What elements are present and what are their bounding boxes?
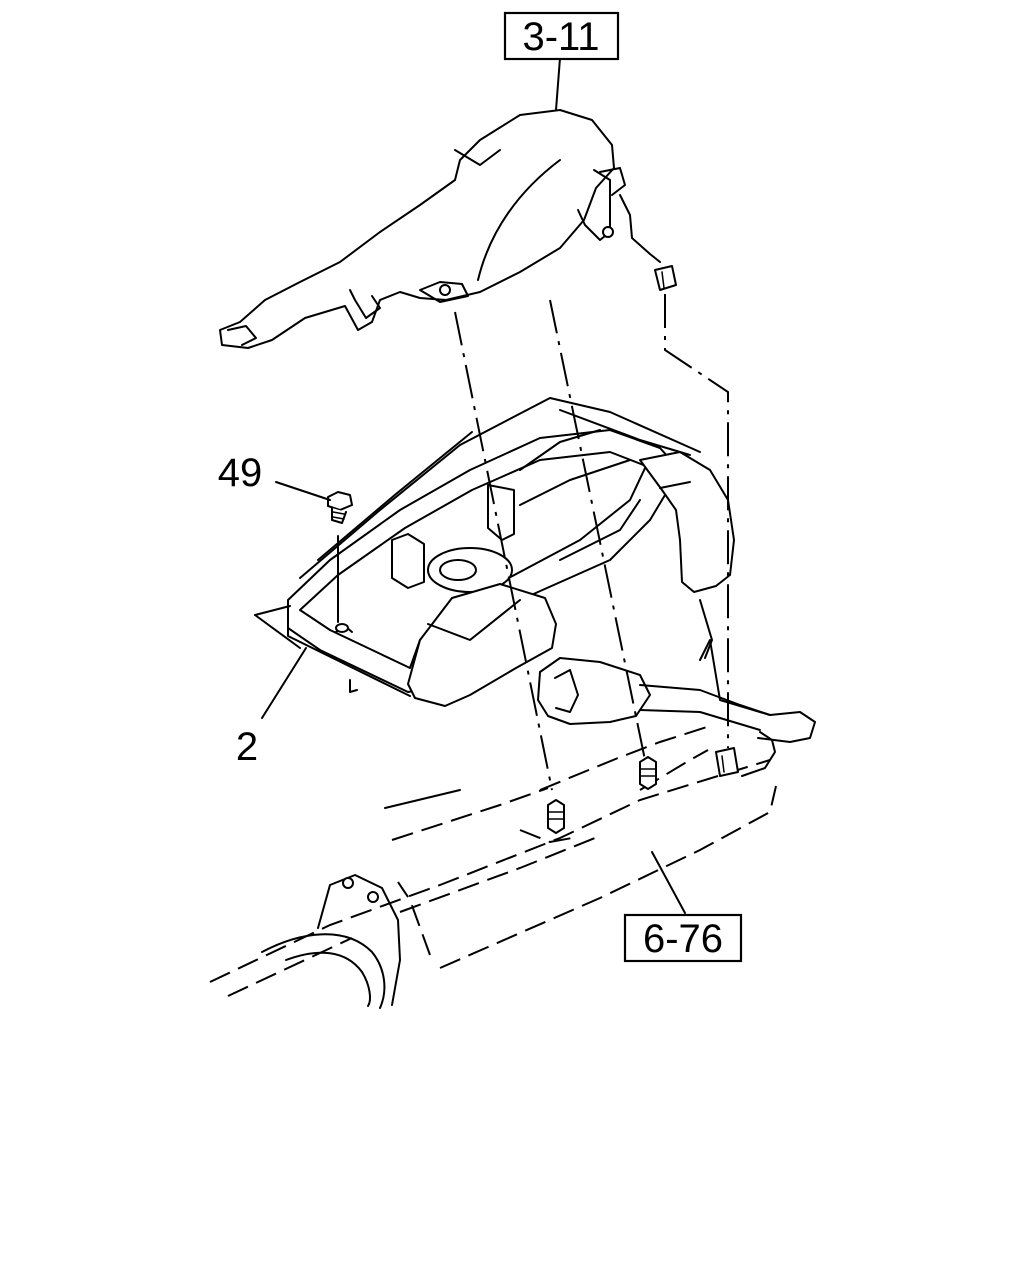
upper-cover-3-11 xyxy=(219,109,677,349)
callout-ref-6-76: 6-76 xyxy=(623,913,743,963)
callout-ref-6-76-text: 6-76 xyxy=(643,917,723,961)
callout-ref-3-11-text: 3-11 xyxy=(522,15,599,59)
alignment-lines xyxy=(454,294,729,791)
callout-part-2: 2 xyxy=(236,725,258,769)
callout-ref-3-11: 3-11 xyxy=(503,11,620,61)
callout-part-49: 49 xyxy=(218,451,263,495)
bolt-part-49 xyxy=(327,491,353,623)
console-box-part-2 xyxy=(254,429,771,731)
studs xyxy=(547,747,739,834)
leader-lines xyxy=(261,57,686,914)
